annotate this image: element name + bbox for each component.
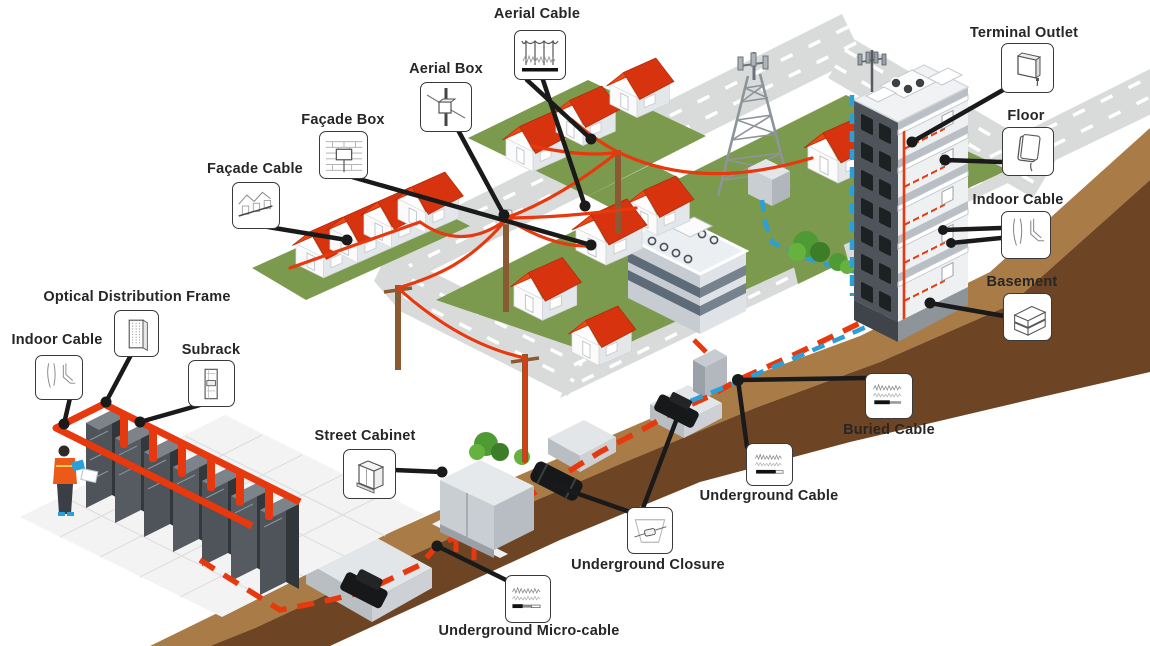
street-cabinet	[432, 460, 534, 558]
indoor-cable-icon	[47, 362, 76, 388]
underground-red-duct	[198, 299, 907, 613]
callout-box-subrack	[188, 360, 235, 407]
callout-box-street-cabinet	[343, 449, 396, 499]
callout-label-odf: Optical Distribution Frame	[43, 289, 231, 305]
callout-label-floor: Floor	[1007, 108, 1045, 124]
callout-label-facade-box: Façade Box	[301, 112, 385, 128]
callout-label-aerial-cable: Aerial Cable	[493, 6, 581, 22]
indoor-cable-icon	[1012, 218, 1045, 246]
callout-box-floor	[1002, 127, 1054, 176]
aerial-cable-icon	[521, 39, 559, 72]
callout-label-street-cabinet: Street Cabinet	[314, 428, 416, 444]
callout-anchor-dots	[58, 133, 956, 552]
callout-box-aerial-cable	[514, 30, 566, 80]
underground-micro-cable-icon	[512, 586, 541, 609]
callout-box-terminal-outlet	[1001, 43, 1054, 93]
basement-duct-icon	[1012, 305, 1046, 336]
callout-box-aerial-box	[420, 82, 472, 132]
optical-distribution-frame-icon	[128, 318, 148, 351]
callout-label-basement: Basement	[986, 274, 1058, 290]
underground-closure-icon	[634, 518, 667, 543]
callout-box-facade-box	[319, 131, 368, 179]
callout-label-indoor-cable-right: Indoor Cable	[972, 192, 1064, 208]
callout-box-underground-micro-cable	[505, 575, 551, 623]
callout-box-underground-closure	[627, 507, 673, 554]
central-office	[20, 400, 425, 617]
aerial-box-icon	[426, 88, 466, 126]
aerial-cables	[288, 118, 814, 464]
technician	[53, 445, 99, 516]
callout-label-terminal-outlet: Terminal Outlet	[969, 25, 1079, 41]
facade-box-icon	[325, 141, 362, 173]
roof-hvac	[864, 67, 964, 103]
cable-tray	[52, 400, 302, 530]
callout-box-indoor-cable-right	[1001, 211, 1051, 259]
callout-label-indoor-cable-left: Indoor Cable	[11, 332, 103, 348]
callout-box-odf	[114, 310, 159, 357]
bushes	[469, 231, 854, 465]
callout-label-underground-micro-cable: Underground Micro-cable	[438, 623, 620, 639]
callout-box-basement	[1003, 293, 1052, 341]
roof-antenna	[857, 50, 887, 92]
callout-box-buried-cable	[865, 373, 913, 419]
buried-cable-icon	[873, 383, 902, 405]
callout-label-subrack: Subrack	[181, 342, 241, 358]
callout-label-aerial-box: Aerial Box	[409, 61, 483, 77]
callout-label-buried-cable: Buried Cable	[843, 422, 935, 438]
callout-box-underground-cable	[746, 443, 793, 486]
callout-box-facade-cable	[232, 182, 280, 229]
apartment-building	[849, 50, 970, 342]
floor-box-icon	[1017, 133, 1041, 171]
underground-soil-band	[150, 128, 1150, 646]
underground-blue-duct	[687, 307, 906, 405]
callout-label-underground-closure: Underground Closure	[571, 557, 725, 573]
underground-cable-icon	[754, 452, 783, 474]
callout-label-facade-cable: Façade Cable	[207, 161, 303, 177]
callout-label-underground-cable: Underground Cable	[699, 488, 839, 504]
subrack-icon	[204, 368, 218, 399]
terminal-outlet-icon	[1016, 52, 1041, 87]
callout-box-indoor-cable-left	[35, 355, 83, 400]
facade-cable-icon	[238, 191, 273, 217]
street-cabinet-icon	[356, 460, 384, 494]
